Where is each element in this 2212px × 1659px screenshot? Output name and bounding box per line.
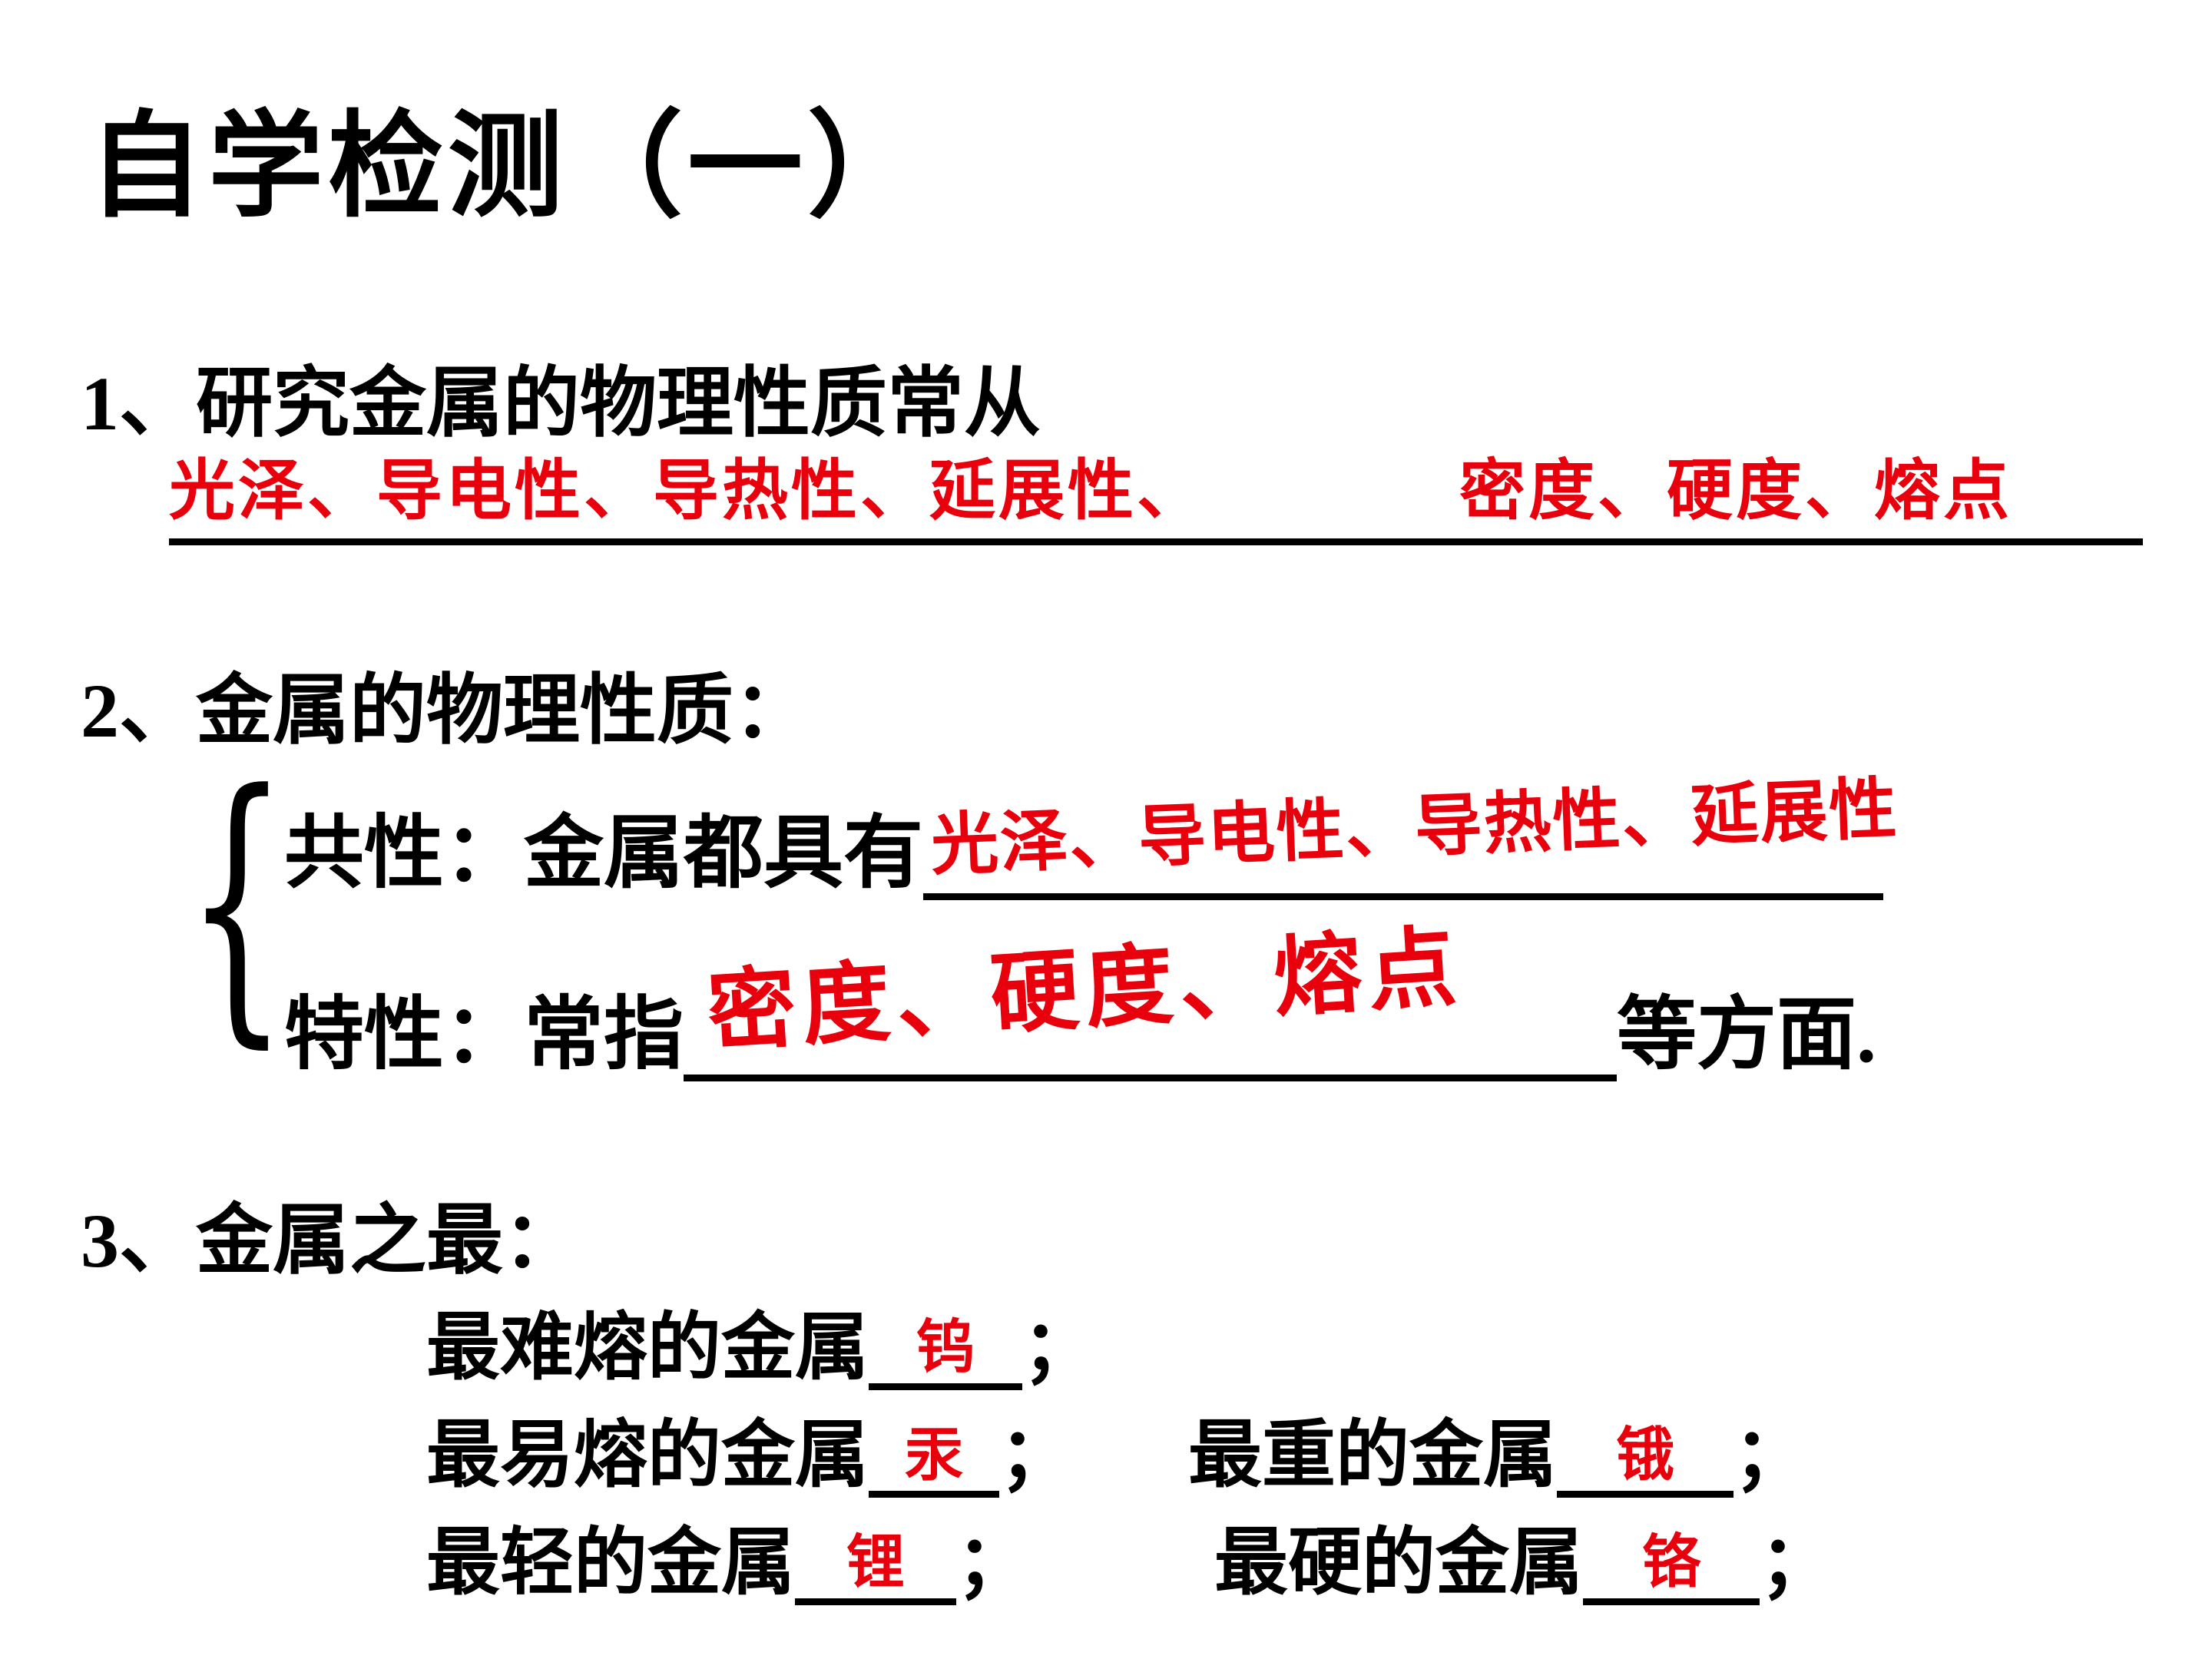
question-1-number: 1、 [81,361,196,446]
question-2-heading: 2、金属的物理性质： [81,667,810,755]
question-3-text: 金属之最： [196,1198,580,1283]
record-punct: ； [999,1414,1073,1496]
record-answer-tungsten: 钨 [916,1316,975,1381]
record-answer-lithium: 锂 [846,1531,905,1596]
common-trait-blank: 光泽、导电性、导热性、延展性 [923,772,1899,900]
record-blank-tungsten: 钨 [869,1312,1022,1391]
record-blank-chromium: 铬 [1583,1527,1760,1606]
record-punct: ； [1022,1306,1096,1389]
question-2-number: 2、 [81,668,196,753]
record-prefix-hardest: 最硬的金属 [1214,1522,1583,1604]
slide-title: 自学检测（一） [88,101,928,230]
record-prefix-heaviest: 最重的金属 [1188,1414,1557,1496]
question-2-text: 金属的物理性质： [196,668,810,753]
record-answer-chromium: 铬 [1642,1531,1700,1596]
specific-trait-row: 特性：常指 密度、硬度、熔点 等方面. [284,919,1877,1081]
specific-trait-blank: 密度、硬度、熔点 [684,919,1618,1081]
record-blank-mercury: 汞 [869,1419,999,1498]
metal-record-row-2: 最易熔的金属 汞 ； 最重的金属 锇 ； [426,1413,1807,1498]
record-punct: ； [1734,1414,1807,1496]
specific-trait-prefix: 特性：常指 [284,991,684,1079]
metal-record-row-3: 最轻的金属 锂 ； 最硬的金属 铬 ； [426,1521,1833,1606]
record-prefix-easiest-to-melt: 最易熔的金属 [426,1414,869,1496]
record-prefix-lightest: 最轻的金属 [426,1522,795,1604]
question-1-heading: 1、研究金属的物理性质常从 [81,359,1041,448]
common-trait-prefix: 共性：金属都具有 [284,810,924,898]
specific-trait-answer: 密度、硬度、熔点 [704,918,1465,1062]
question-1-answer-underline: 光泽、导电性、导热性、延展性、 密度、硬度、熔点 [169,455,2143,545]
metal-record-row-1: 最难熔的金属 钨 ； [426,1306,1096,1391]
question-3-heading: 3、金属之最： [81,1197,580,1285]
record-punct: ； [1760,1522,1833,1604]
question-1-answer-right: 密度、硬度、熔点 [1459,454,2012,528]
record-prefix-hardest-to-melt: 最难熔的金属 [426,1306,869,1389]
specific-trait-suffix: 等方面. [1617,991,1877,1079]
question-1-text: 研究金属的物理性质常从 [196,361,1041,446]
question-1-answer-left: 光泽、导电性、导热性、延展性、 [169,454,1206,528]
record-blank-osmium: 锇 [1557,1419,1734,1498]
record-punct: ； [956,1522,1030,1604]
record-answer-mercury: 汞 [905,1423,963,1488]
record-answer-osmium: 锇 [1616,1423,1674,1488]
common-trait-row: 共性：金属都具有 光泽、导电性、导热性、延展性 [284,772,1899,900]
record-blank-lithium: 锂 [795,1527,956,1606]
curly-brace: { [186,732,288,1072]
common-trait-answer: 光泽、导电性、导热性、延展性 [929,772,1900,884]
question-3-number: 3、 [81,1198,196,1283]
